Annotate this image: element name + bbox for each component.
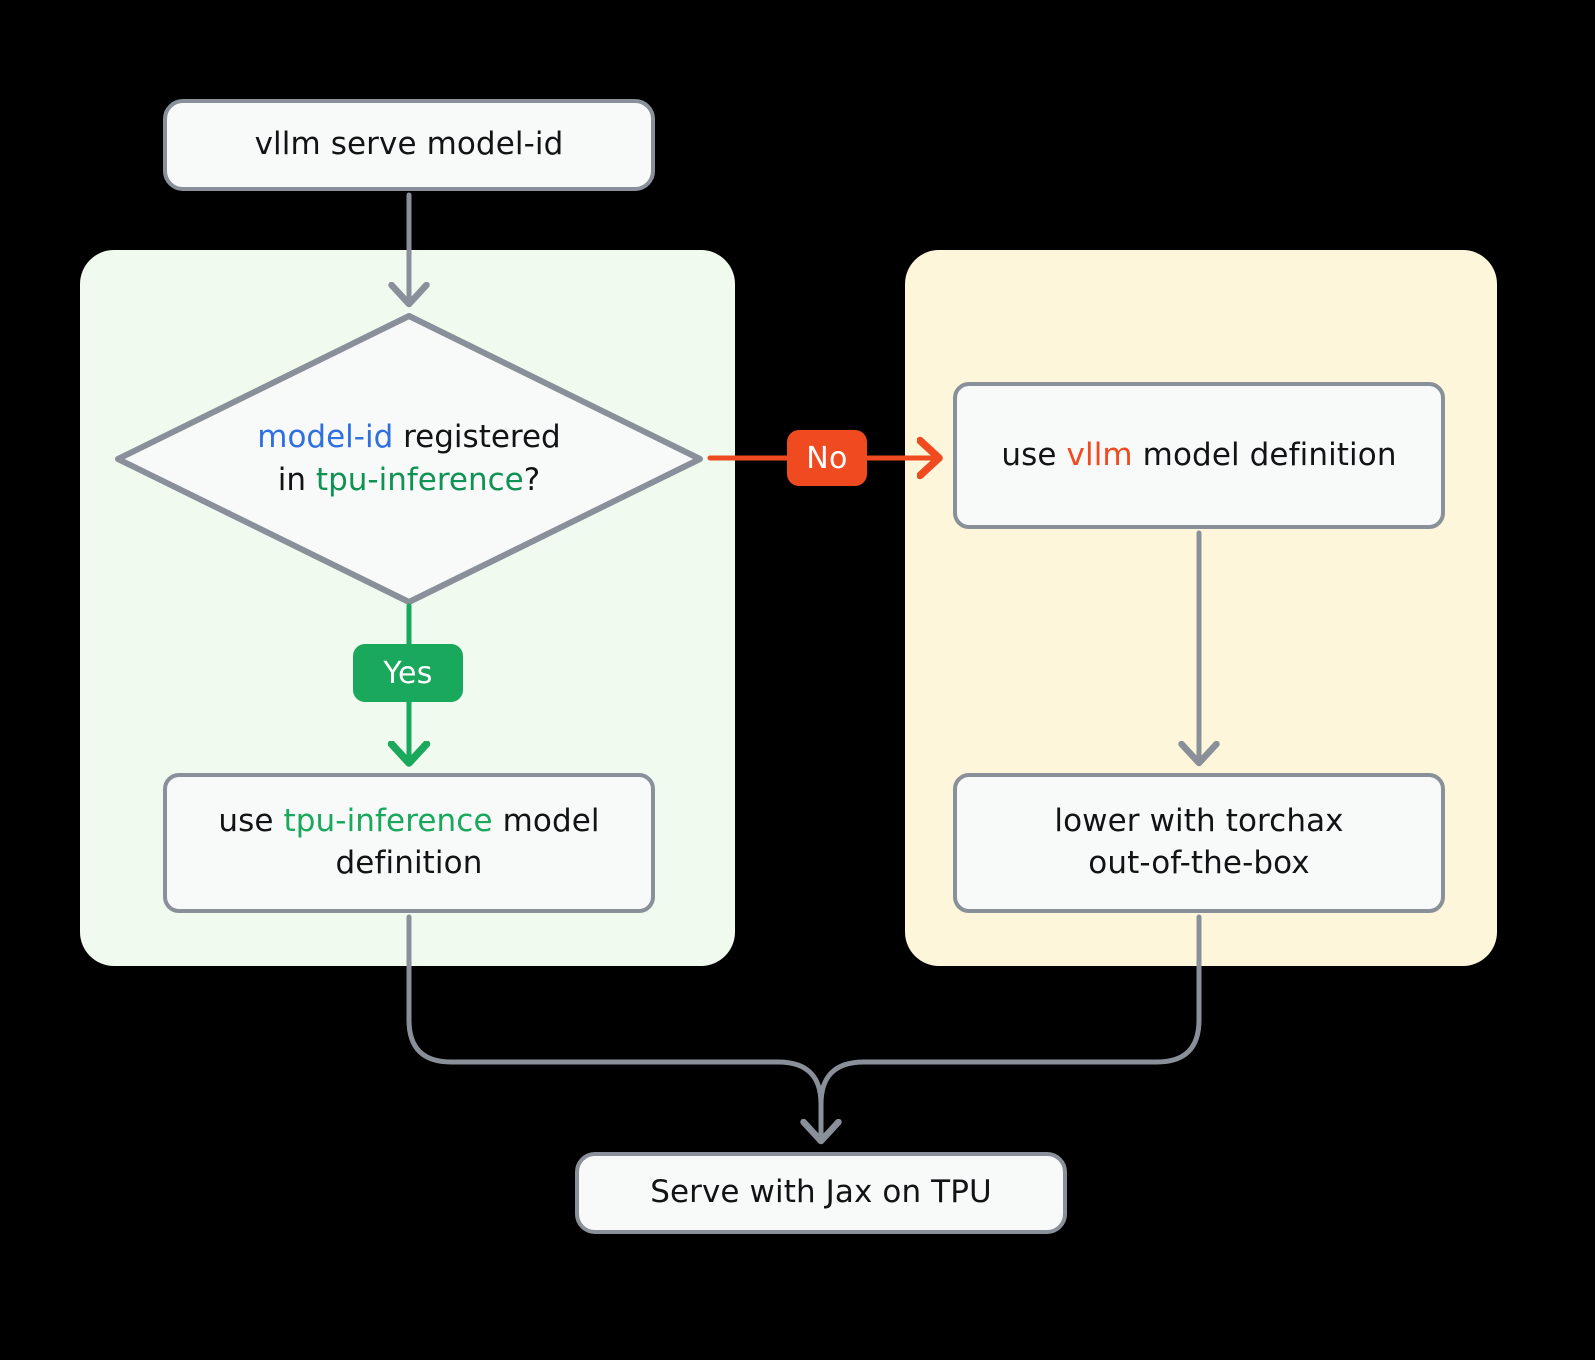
edge-label-yes: Yes — [353, 644, 463, 702]
node-start[interactable]: vllm serve model-id — [163, 99, 655, 191]
decision-token-model-id: model-id — [257, 418, 394, 455]
node-use-tpu-inference-model-definition[interactable]: use tpu-inference model definition — [163, 773, 655, 913]
edge-label-no-text: No — [806, 440, 848, 476]
node-serve-with-jax-on-tpu[interactable]: Serve with Jax on TPU — [575, 1152, 1067, 1234]
torchax-line2: out-of-the-box — [1088, 845, 1310, 881]
decision-text-question: ? — [523, 462, 541, 498]
decision-text-in: in — [277, 462, 316, 498]
node-decision-label: model-id registered in tpu-inference? — [110, 312, 708, 606]
edge-label-no: No — [787, 430, 867, 486]
vllm-def-text-pre: use — [1001, 436, 1067, 473]
vllm-def-text-post: model definition — [1132, 436, 1397, 473]
vllm-def-token-vllm: vllm — [1066, 436, 1133, 473]
decision-text-registered: registered — [393, 418, 561, 455]
tpu-def-text-pre: use — [218, 803, 284, 840]
edge-label-yes-text: Yes — [383, 655, 433, 691]
node-start-label: vllm serve model-id — [254, 126, 564, 163]
node-use-vllm-model-definition[interactable]: use vllm model definition — [953, 382, 1445, 529]
node-lower-with-torchax[interactable]: lower with torchax out-of-the-box — [953, 773, 1445, 913]
node-end-label: Serve with Jax on TPU — [650, 1174, 992, 1211]
tpu-def-text-post: model definition — [335, 803, 600, 881]
tpu-def-token-tpu-inference: tpu-inference — [283, 803, 493, 840]
decision-token-tpu-inference: tpu-inference — [315, 462, 524, 498]
torchax-line1: lower with torchax — [1054, 803, 1344, 840]
node-decision[interactable]: model-id registered in tpu-inference? — [110, 312, 708, 606]
